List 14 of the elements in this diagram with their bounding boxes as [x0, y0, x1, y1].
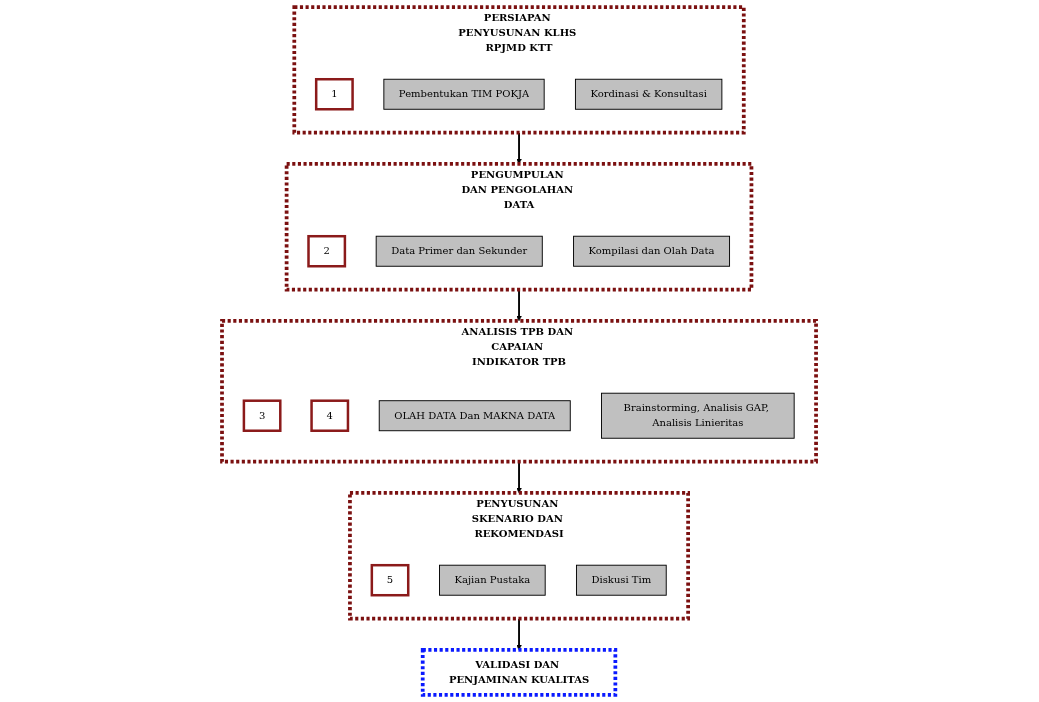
node-box: 2: [307, 235, 347, 268]
node-box: VALIDASI DAN PENJAMINAN KUALITAS: [421, 648, 618, 697]
node-box: Data Primer dan Sekunder: [376, 235, 544, 267]
node-box: Kajian Pustaka: [439, 564, 547, 596]
node-box: Kompilasi dan Olah Data: [573, 235, 731, 267]
node-box: 3: [243, 399, 282, 432]
node-box: Kordinasi & Konsultasi: [575, 78, 723, 110]
node-box: 1: [315, 78, 355, 111]
node-box: OLAH DATA Dan MAKNA DATA: [379, 400, 572, 432]
node-box: 5: [371, 563, 410, 597]
node-box: Pembentukan TIM POKJA: [383, 78, 546, 110]
node-box: Brainstorming, Analisis GAP, Analisis Linieritas: [601, 392, 796, 439]
node-box: 4: [310, 399, 350, 432]
node-box: Diskusi Tim: [576, 564, 668, 596]
